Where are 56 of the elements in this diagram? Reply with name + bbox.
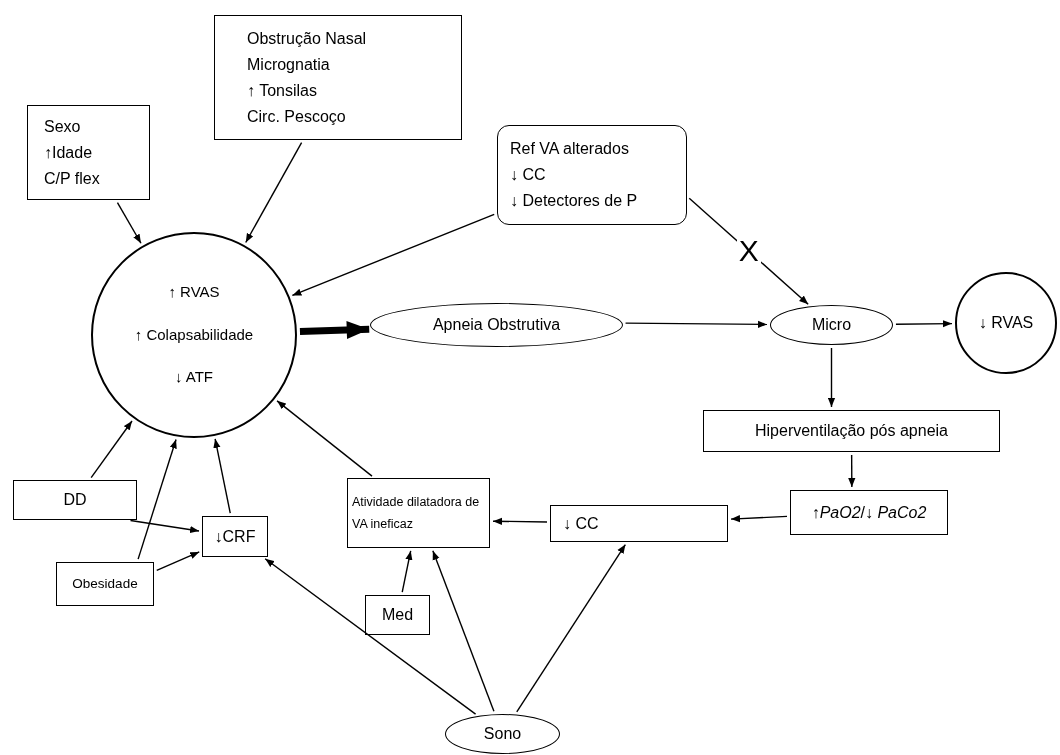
process-box xyxy=(550,505,728,542)
arrow xyxy=(213,438,231,514)
node-label: ↑Idade xyxy=(44,142,93,163)
arrow xyxy=(291,213,495,297)
process-box xyxy=(703,410,1000,452)
arrow xyxy=(276,400,373,477)
arrow xyxy=(492,517,548,525)
arrow xyxy=(895,320,953,328)
process-box xyxy=(347,478,490,548)
node-label: ↓ CC xyxy=(510,165,546,185)
arrow xyxy=(264,558,477,715)
node-label: Obesidade xyxy=(72,574,138,593)
node-label: Micro xyxy=(811,315,852,335)
node-label: Circ. Pescoço xyxy=(247,106,346,127)
node-label: ↓ ATF xyxy=(174,367,214,388)
arrow xyxy=(516,543,627,713)
node-label: ↑ Tonsilas xyxy=(247,80,317,101)
rounded-box xyxy=(497,125,687,225)
node-label: Sexo xyxy=(44,116,81,137)
node-label: Ref VA alterados xyxy=(510,139,629,159)
arrow xyxy=(624,320,768,328)
node-label: ↑ Colapsabilidade xyxy=(134,324,254,345)
arrow xyxy=(90,420,133,479)
node-label: Med xyxy=(381,605,414,625)
node-label: ↓ CC xyxy=(563,513,599,534)
arrow xyxy=(245,141,303,244)
node-label: ↓ Detectores de P xyxy=(510,191,638,211)
node-label: DD xyxy=(63,490,87,510)
arrow xyxy=(129,519,200,534)
node-label: ↑ RVAS xyxy=(168,282,220,303)
process-box xyxy=(13,480,137,520)
arrow xyxy=(156,551,200,571)
process-box xyxy=(365,595,430,635)
node-label: Obstrução Nasal xyxy=(247,28,367,49)
process-box xyxy=(214,15,462,140)
process-box xyxy=(27,105,150,200)
node-label: Micrognatia xyxy=(247,54,330,75)
node-label: C/P flex xyxy=(44,168,100,189)
node-label: ↓CRF xyxy=(214,526,256,547)
arrow xyxy=(827,347,836,408)
node-label: ↑PaO2/↓ PaCo2 xyxy=(811,502,927,523)
arrow xyxy=(137,438,177,560)
arrow xyxy=(299,320,370,339)
node-label: Atividade dilatadora de VA ineficaz xyxy=(352,494,481,533)
node-label: Sono xyxy=(483,724,522,744)
node-label: Hiperventilação pós apneia xyxy=(755,421,948,441)
node-label: ↓ RVAS xyxy=(978,313,1034,333)
arrow xyxy=(848,454,856,488)
arrow xyxy=(432,550,495,713)
process-box xyxy=(202,516,268,557)
process-box xyxy=(56,562,154,606)
process-box xyxy=(790,490,948,535)
arrow xyxy=(116,201,142,244)
arrow xyxy=(730,515,788,523)
arrow xyxy=(401,550,413,593)
node-label: Apneia Obstrutiva xyxy=(432,315,561,335)
